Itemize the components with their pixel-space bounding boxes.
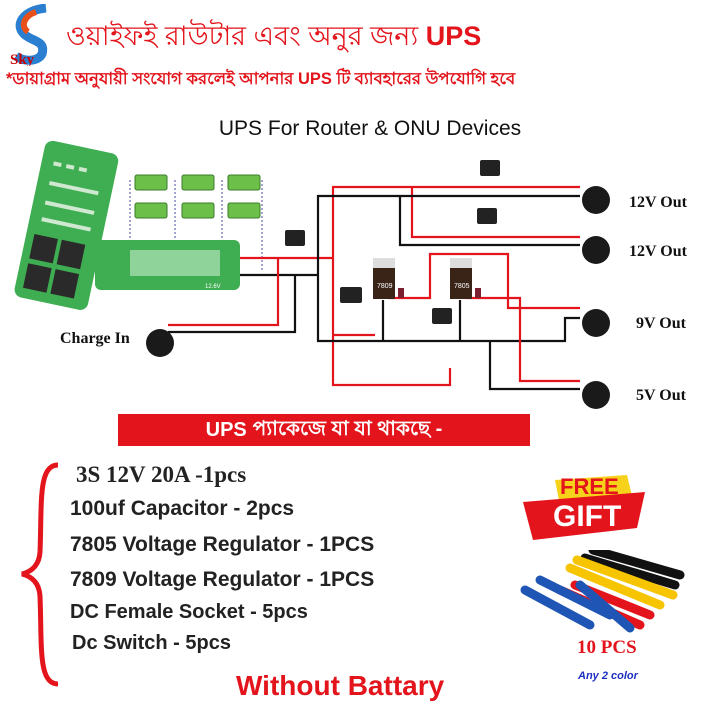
- subtitle: *ডায়াগ্রাম অনুযায়ী সংযোগ করলেই আপনার U…: [6, 66, 515, 93]
- output-label-9v: 9V Out: [636, 315, 686, 332]
- charge-in-label: Charge In: [60, 330, 130, 347]
- output-label-5v: 5V Out: [636, 387, 686, 404]
- wiring-diagram: 12.6V 7809 7805: [14, 140, 610, 409]
- title-text: ওয়াইফই রাউটার এবং অনুর জন্য: [66, 21, 419, 51]
- package-item: Dc Switch - 5pcs: [72, 632, 231, 654]
- free-text: FREE: [560, 474, 619, 499]
- gift-color-note: Any 2 color: [578, 670, 638, 682]
- banner-text: প্যাকেজে যা যা থাকছে -: [252, 417, 443, 440]
- gift-text: GIFT: [553, 500, 622, 533]
- regulator-7805-label: 7805: [454, 283, 470, 290]
- gift-quantity: 10 PCS: [577, 637, 637, 658]
- subtitle-pre: *ডায়াগ্রাম অনুযায়ী সংযোগ করলেই আপনার: [6, 70, 294, 88]
- regulator-7805: [450, 258, 472, 299]
- output-label-12v-2: 12V Out: [629, 243, 687, 260]
- heat-shrink-tubes: [520, 550, 685, 633]
- regulator-7809: [373, 258, 395, 299]
- dc-jacks: [146, 186, 610, 409]
- regulator-7809-label: 7809: [377, 283, 393, 290]
- capacitor: [398, 288, 404, 298]
- bms-board-photo: [14, 140, 119, 310]
- package-item: 100uf Capacitor - 2pcs: [70, 497, 295, 520]
- title-ups: UPS: [425, 21, 482, 51]
- output-label-12v-1: 12V Out: [629, 194, 687, 211]
- package-item: 7809 Voltage Regulator - 1PCS: [70, 568, 375, 591]
- svg-text:Sky: Sky: [10, 52, 35, 66]
- dc-switches: [285, 160, 500, 324]
- subtitle-ups: UPS: [297, 70, 332, 88]
- banner-ups: UPS: [205, 418, 247, 441]
- free-gift-badge: [523, 475, 645, 540]
- battery-pack: [129, 174, 263, 270]
- capacitor: [475, 288, 481, 298]
- brace: [21, 462, 59, 687]
- subtitle-post: টি ব্যাবহারের উপযোগি হবে: [336, 70, 516, 88]
- package-item: 7805 Voltage Regulator - 1PCS: [70, 533, 375, 556]
- sky-net-logo: Sky: [10, 4, 48, 66]
- package-item: 3S 12V 20A -1pcs: [76, 462, 247, 487]
- without-battery-note: Without Battary: [236, 670, 445, 701]
- board-voltage-label: 12.6V: [205, 284, 221, 290]
- diagram-title: UPS For Router & ONU Devices: [218, 117, 522, 140]
- page-title: ওয়াইফই রাউটার এবং অনুর জন্য UPS: [66, 16, 481, 61]
- package-item: DC Female Socket - 5pcs: [70, 601, 308, 623]
